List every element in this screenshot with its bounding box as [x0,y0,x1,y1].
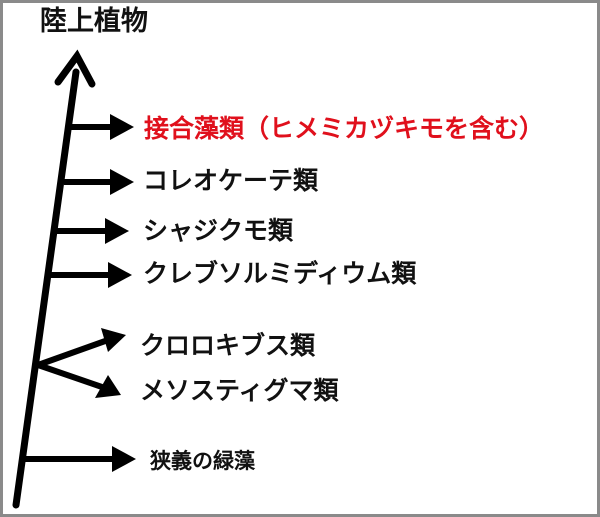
label-coleochaetophyceae: コレオケーテ類 [143,166,319,195]
label-conjugatophyceae: 接合藻類（ヒメミカヅキモを含む） [144,114,545,143]
label-charophyceae: シャジクモ類 [143,216,294,245]
branch-arrow-mesostigmatophyceae [37,362,121,398]
branch-arrow-charophyceae [57,218,129,244]
land-plants-title: 陸上植物 [40,6,148,37]
branch-arrow-klebsormidiophyceae [51,262,132,288]
label-klebsormidiophyceae: クレブソルミディウム類 [143,259,417,288]
branch-arrow-conjugatophyceae [71,114,134,140]
label-chlorokybophyceae: クロロキブス類 [140,331,316,360]
trunk-arrow [12,49,96,509]
branch-arrow-chlorokybophyceae [36,328,126,368]
label-mesostigmatophyceae: メソスティグマ類 [140,376,339,405]
label-core-green-algae: 狭義の緑藻 [150,449,255,473]
branch-arrow-chlorophyta [22,446,136,472]
branch-arrow-coleochaetophyceae [64,169,134,195]
